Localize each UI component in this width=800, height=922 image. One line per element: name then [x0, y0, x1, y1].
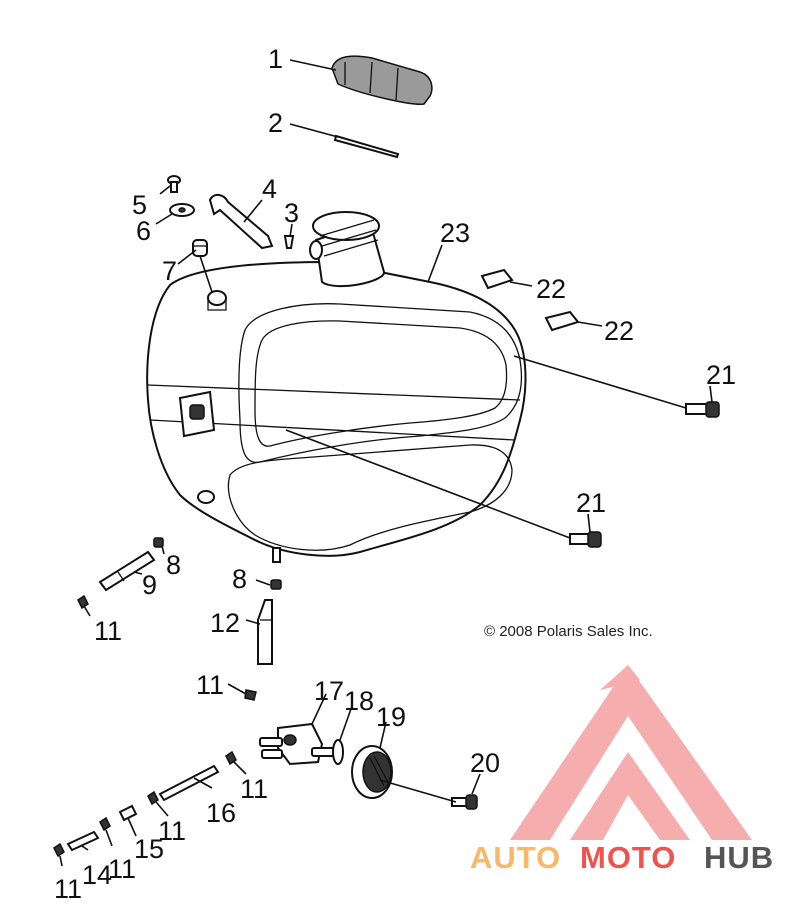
callout-5: 5 — [132, 190, 147, 220]
part-19-knob — [351, 745, 393, 799]
fuel-tank — [146, 211, 527, 563]
callout-22a: 22 — [536, 274, 566, 304]
callout-14: 14 — [82, 860, 112, 890]
callout-9: 9 — [142, 570, 157, 600]
part-21-bolt-b — [569, 531, 602, 548]
callout-2: 2 — [268, 108, 283, 138]
leader-lines — [59, 59, 713, 867]
callout-11e: 11 — [108, 854, 136, 884]
watermark-hub: HUB — [704, 840, 774, 875]
callout-1: 1 — [268, 44, 283, 74]
copyright-text: © 2008 Polaris Sales Inc. — [484, 623, 653, 640]
callout-8b: 8 — [232, 564, 247, 594]
part-9-hose — [98, 550, 156, 592]
part-12-hose — [257, 599, 273, 665]
part-20-screw — [451, 794, 478, 810]
callouts: 1 2 3 4 5 6 7 8 9 8 11 12 11 17 18 19 20… — [54, 44, 736, 904]
part-11-clamp-d — [147, 790, 159, 806]
callout-20: 20 — [470, 748, 500, 778]
watermark-auto: AUTO — [470, 840, 561, 875]
callout-19: 19 — [376, 702, 406, 732]
part-4-vent-hose — [208, 194, 274, 250]
part-22-clip-a — [480, 268, 514, 290]
part-22-clip-b — [544, 310, 580, 332]
callout-11f: 11 — [54, 874, 82, 904]
callout-4: 4 — [262, 174, 277, 204]
part-11-clamp-a — [77, 594, 89, 610]
part-11-clamp-f — [53, 842, 65, 858]
part-3-fitting — [283, 235, 295, 249]
callout-18: 18 — [344, 686, 374, 716]
callout-23: 23 — [440, 218, 470, 248]
callout-22b: 22 — [604, 316, 634, 346]
part-7-grommet — [192, 239, 208, 257]
callout-3: 3 — [284, 198, 299, 228]
part-11-clamp-c — [225, 750, 237, 766]
callout-6: 6 — [136, 216, 151, 246]
callout-15: 15 — [134, 834, 164, 864]
part-21-bolt-a — [685, 401, 720, 418]
part-6-washer — [169, 203, 195, 217]
callout-17: 17 — [314, 676, 344, 706]
callout-7: 7 — [162, 256, 177, 286]
part-1-cap-cover — [331, 55, 433, 105]
callout-16: 16 — [206, 798, 236, 828]
part-5-screw — [167, 175, 181, 193]
callout-11a: 11 — [94, 616, 122, 646]
watermark-moto: MOTO — [580, 840, 676, 875]
part-11-clamp-b — [244, 689, 257, 701]
part-14-hose — [66, 830, 100, 852]
part-2-strip — [333, 134, 400, 159]
callout-8a: 8 — [166, 550, 181, 580]
watermark-text: AUTO MOTO HUB — [470, 840, 774, 875]
watermark-logo — [510, 665, 752, 840]
callout-11d: 11 — [158, 816, 186, 846]
part-8-clamp-a — [153, 537, 164, 548]
callout-12: 12 — [210, 608, 240, 638]
part-11-clamp-e — [99, 816, 111, 832]
part-8-clamp-b — [270, 579, 282, 590]
callout-11c: 11 — [240, 774, 268, 804]
callout-21b: 21 — [576, 488, 606, 518]
part-17-petcock — [259, 722, 335, 766]
part-18-gasket — [332, 739, 344, 765]
callout-11b: 11 — [196, 670, 224, 700]
part-16-hose — [158, 764, 220, 802]
part-15-fitting — [118, 804, 138, 822]
callout-21a: 21 — [706, 360, 736, 390]
